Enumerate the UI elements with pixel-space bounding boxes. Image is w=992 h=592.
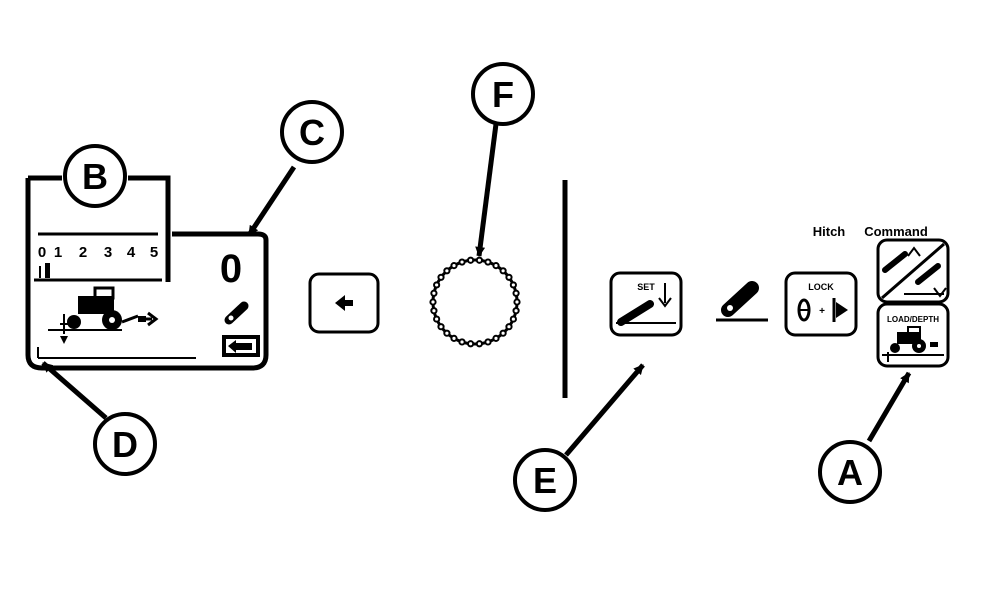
tractor-icon [882,326,944,362]
dial-knurling [429,256,521,348]
leader-a [866,371,912,443]
dial-knurl [475,340,483,348]
dial-knurl [512,289,520,297]
dial-knurl [443,329,451,337]
hitch-raise-icon [882,246,921,273]
callout-e-label: E [533,460,557,501]
dial-knurl [505,323,513,331]
leader-e [564,363,645,457]
callout-f: F [471,62,535,126]
zero-icon [797,298,811,322]
dial-knurl [499,267,507,275]
dial-knurl [430,307,438,315]
dial-knurl [467,256,475,264]
callout-e: E [513,448,577,512]
display-panel: 0 1 2 3 4 5 0 [25,175,269,371]
dial-knurl [512,307,520,315]
dial-knurl [458,338,466,346]
dial-knurl [443,267,451,275]
callout-a: A [818,440,882,504]
bracket-b [28,175,171,282]
callout-d-label: D [112,424,138,465]
depth-readout: 0 [220,247,242,291]
dial-knurl [450,262,458,270]
dial-knurl [509,281,517,289]
load-depth-label: LOAD/DEPTH [887,315,939,324]
implement-icon [224,301,249,325]
dial-knurl [475,256,483,264]
left-arrow-icon [335,295,353,311]
lock-label: LOCK [808,282,834,292]
scale-label-3: 3 [104,244,112,261]
dial-knurl [437,273,445,281]
load-scale: 0 1 2 3 4 5 [38,244,158,261]
leader-arrows [41,123,912,457]
dial-knurl [467,340,475,348]
leader-f [475,123,499,257]
dial-knurl [484,338,492,346]
svg-text:+: + [819,306,825,317]
hitch-label: Hitch [813,224,846,239]
scale-label-5: 5 [150,244,158,261]
set-button[interactable]: SET [609,271,683,337]
callout-f-label: F [492,74,514,115]
screen-switch-icon [222,335,260,357]
scale-label-2: 2 [79,244,87,261]
display-panel-outline [25,178,269,371]
implement-icon [617,300,654,326]
leader-d [41,361,108,420]
dial-knurl [433,281,441,289]
dial-knurl [430,289,438,297]
callout-a-label: A [837,452,863,493]
dial-knurl [484,258,492,266]
tractor-implement-icon [48,286,159,344]
hitch-lower-icon [904,263,947,298]
callout-b: B [63,144,127,208]
callout-c: C [280,100,344,164]
set-label: SET [637,282,655,292]
callout-d: D [93,412,157,476]
scale-label-1: 1 [54,244,62,261]
scale-label-0: 0 [38,244,46,261]
leader-c [246,165,297,237]
dial-knurl [450,334,458,342]
dial-knurl [513,298,521,306]
callout-c-label: C [299,112,325,153]
dial-knurl [509,315,517,323]
play-icon [836,302,848,318]
dial-knurl [492,262,500,270]
dial-knurl [437,323,445,331]
dial-knurl [499,329,507,337]
dial-knurl [492,334,500,342]
callout-b-label: B [82,156,108,197]
command-label: Command [864,224,928,239]
load-depth-button[interactable]: LOAD/DEPTH [876,302,950,368]
hitch-command-button[interactable] [876,238,950,304]
dial-knurl [458,258,466,266]
implement-depth-icon [716,281,768,322]
back-button[interactable] [308,272,380,334]
dial-knurl [433,315,441,323]
dial-knurl [505,273,513,281]
scale-label-4: 4 [127,244,136,261]
lock-button[interactable]: LOCK + [784,271,858,337]
control-dial[interactable] [429,256,521,348]
dial-knurl [429,298,437,306]
scale-bar [45,263,50,278]
